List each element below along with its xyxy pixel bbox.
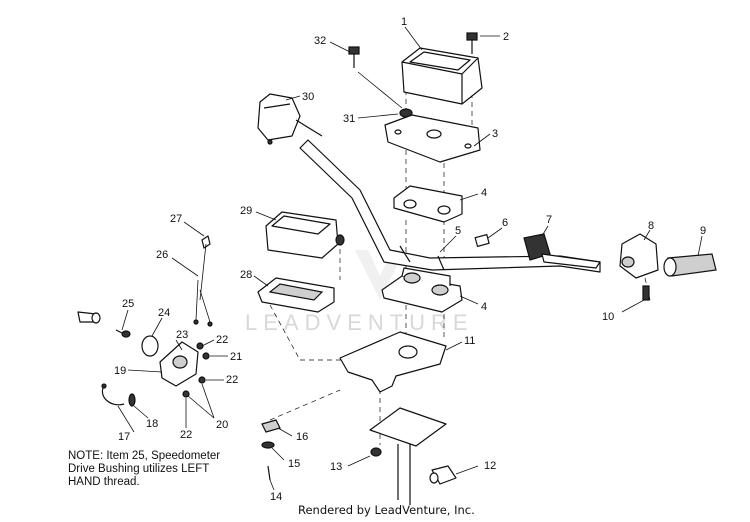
callout-26: 26 [156,249,168,261]
callout-7: 7 [546,214,552,226]
callout-6: 6 [502,217,508,229]
callout-24: 24 [158,307,170,319]
drive-housing-19 [159,341,199,387]
callout-28: 28 [240,269,252,281]
callout-17: 17 [118,431,130,443]
callout-11: 11 [464,335,475,347]
callout-14: 14 [270,491,282,503]
speedometer [265,211,345,259]
assembly-note: NOTE: Item 25, Speedometer Drive Bushing… [68,450,268,489]
spacer-6 [474,233,490,247]
callout-22b: 22 [226,374,238,386]
fastener-22c [182,390,190,398]
callout-32: 32 [314,35,326,47]
callout-12: 12 [484,460,496,472]
washer-15 [261,441,275,449]
nut-13 [370,447,382,457]
watermark-text: LEADVENTURE [245,310,474,335]
callout-29: 29 [240,205,252,217]
cover-bracket [384,114,481,163]
clip-18 [128,393,136,407]
callout-25: 25 [122,298,134,310]
note-line-3: HAND thread. [68,476,140,488]
callout-4a: 4 [481,187,487,199]
wiring-harness-26 [193,279,213,327]
note-line-2: Drive Bushing utilizes LEFT [68,463,210,475]
steering-plate [369,407,447,505]
speedometer-cup [257,277,335,313]
callout-30: 30 [302,91,314,103]
handlebar-clamp-upper [393,185,463,223]
cover-bolt [466,32,478,54]
pin-14 [267,465,271,481]
o-ring-24 [141,335,159,357]
callout-20: 20 [216,419,228,431]
callout-23: 23 [176,329,188,341]
callout-21: 21 [230,351,242,363]
grommet-16 [261,419,281,433]
riser-cover [401,47,483,105]
fastener-22a [196,342,204,350]
switch-housing [257,93,323,145]
callout-4b: 4 [481,301,487,313]
callout-19: 19 [114,365,126,377]
cable-17 [101,383,125,406]
handlebar-clamp-lower [381,267,463,313]
mounting-bracket-11 [339,331,447,393]
callout-3: 3 [492,128,498,140]
screw-10 [642,285,650,301]
callout-numbers: 1 2 3 4 4 5 6 7 8 9 10 11 12 13 14 15 16… [114,16,706,503]
fastener-22b [198,376,206,384]
leader-lines [117,26,703,491]
callout-13: 13 [330,461,342,473]
note-line-1: NOTE: Item 25, Speedometer [68,450,221,462]
callout-15: 15 [288,458,300,470]
handlebar-grip [663,253,717,277]
callout-16: 16 [296,431,308,443]
callout-22a: 22 [216,334,228,346]
callout-2: 2 [503,31,509,43]
footer-credit: Rendered by LeadVenture, Inc. [298,503,475,517]
callout-22c: 22 [180,429,192,441]
bolt-32 [348,46,360,68]
speedometer-cable-27 [199,235,211,301]
callout-8: 8 [648,220,654,232]
fastener-21 [202,352,210,360]
cable-end-25 [77,311,101,324]
callout-31: 31 [343,113,355,125]
control-block-7 [523,233,601,269]
callout-5: 5 [455,225,461,237]
clamp-12 [429,465,457,485]
callout-1: 1 [401,16,407,28]
throttle-housing [619,233,659,279]
callout-27: 27 [170,213,182,225]
callout-10: 10 [602,311,614,323]
callout-9: 9 [700,225,706,237]
screw-25 [115,329,131,338]
callout-18: 18 [146,418,158,430]
